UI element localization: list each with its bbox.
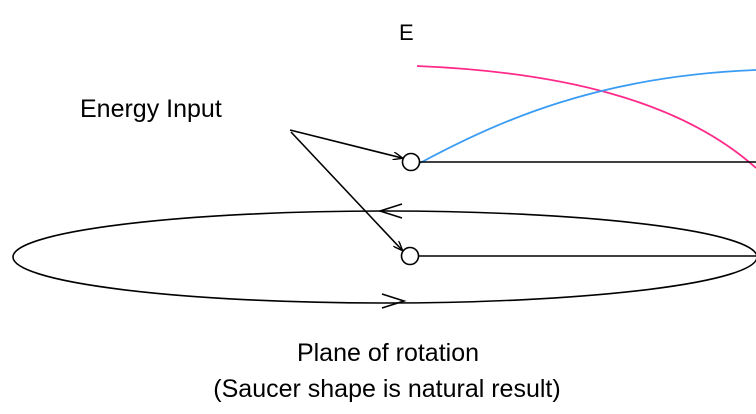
energy-input-label: Energy Input (80, 95, 222, 123)
blue-curve (419, 69, 756, 164)
rotation-arrow-bottom (381, 293, 407, 309)
energy-arrow-upper (289, 129, 402, 158)
lower-node-circle (400, 246, 420, 266)
pink-curve (416, 65, 756, 169)
energy-arrow-lower (290, 131, 402, 250)
plane-of-rotation-label: Plane of rotation (297, 339, 479, 367)
axis-label-e: E (399, 20, 414, 45)
rotation-ellipse (12, 210, 756, 304)
saucer-shape-note: (Saucer shape is natural result) (213, 375, 560, 403)
rotation-arrow-top (377, 203, 403, 219)
upper-node-circle (401, 152, 421, 172)
